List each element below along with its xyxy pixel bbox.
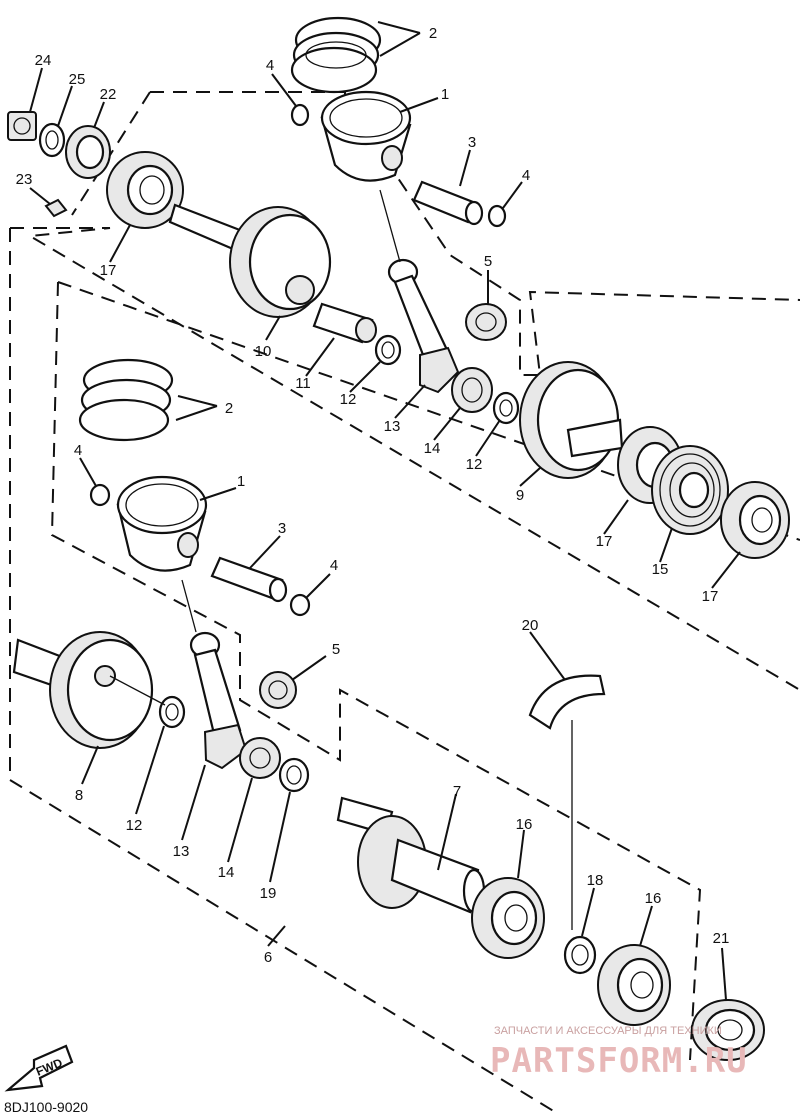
callout-10: 10 [255,343,272,360]
callout-5-lower: 5 [332,641,340,658]
callout-1-upper: 1 [441,86,449,103]
big-end-bearing-lower [239,737,281,779]
washer-19 [278,757,310,793]
callout-2-lower: 2 [225,400,233,417]
crankshaft-half-10 [168,203,332,318]
outer-crank-assembly-outline [9,227,800,1115]
connecting-rod-lower [189,631,248,770]
callout-20: 20 [522,617,539,634]
bearing-16-left [471,877,545,959]
bearing-16-right [597,944,671,1026]
thrust-washer-12b [492,391,520,425]
pulley-15 [651,445,729,535]
piston-pin-clip-lower-right [289,593,311,617]
callout-8: 8 [75,787,83,804]
thrust-washer-12a [374,334,402,366]
callout-23: 23 [16,171,33,188]
piston-pin-clip-upper-right [487,204,507,228]
callout-4-lower-right: 4 [330,557,338,574]
callout-14-upper: 14 [424,440,441,457]
callout-3-upper: 3 [468,134,476,151]
callout-12-upper-a: 12 [340,391,357,408]
crank-half-8 [12,631,154,749]
crankshaft-half-7 [336,796,486,914]
small-end-bearing-lower [259,671,297,709]
nut-24 [7,111,37,141]
thrust-washer-12c [158,695,186,729]
piston-rings-lower [78,358,174,442]
piston-lower [116,475,208,572]
small-end-bearing-upper [465,303,507,341]
half-ring-20 [528,674,606,730]
big-end-bearing-upper [451,367,493,413]
callout-3-lower: 3 [278,520,286,537]
key-23 [44,198,68,218]
crank-pin-11 [312,302,377,344]
callout-17-upper: 17 [100,262,117,279]
leader-lines [29,21,741,1001]
callout-7: 7 [453,783,461,800]
crank-web-9 [519,361,624,479]
assembly-guide-lines [109,189,573,930]
watermark: ЗАПЧАСТИ И АКСЕССУАРЫ ДЛЯ ТЕХНИКИ PARTSF… [490,1025,748,1081]
callout-4-upper-left: 4 [266,57,274,74]
washer-25 [38,122,66,158]
callout-13-lower: 13 [173,843,190,860]
callout-14-lower: 14 [218,864,235,881]
callout-16-right: 16 [645,890,662,907]
forward-direction-arrow: FWD [4,1044,74,1092]
callout-15: 15 [652,561,669,578]
callout-1-lower: 1 [237,473,245,490]
bearing-17-upper-left [106,151,184,229]
piston-rings-upper [290,16,382,94]
callout-22: 22 [100,86,117,103]
callout-18: 18 [587,872,604,889]
callout-11: 11 [295,375,311,392]
connecting-rod-upper [387,258,460,394]
callout-25: 25 [69,71,86,88]
seal-21 [691,999,765,1061]
piston-pin-clip-lower-left [89,483,111,507]
callout-19: 19 [260,885,277,902]
callout-labels: 2 24 25 22 4 1 23 3 4 17 5 10 11 12 13 1… [16,25,730,966]
washer-18 [563,935,597,975]
callout-2-upper: 2 [429,25,437,42]
callout-17-right: 17 [702,588,719,605]
watermark-caption: ЗАПЧАСТИ И АКСЕССУАРЫ ДЛЯ ТЕХНИКИ [494,1025,722,1037]
piston-upper [320,90,412,182]
bearing-17-right [720,481,790,559]
callout-12-lower: 12 [126,817,143,834]
callout-4-upper-right: 4 [522,167,530,184]
diagram-code: 8DJ100-9020 [4,1099,88,1115]
callout-9: 9 [516,487,524,504]
callout-17-middle: 17 [596,533,613,550]
callout-21: 21 [713,930,730,947]
callout-16-left: 16 [516,816,533,833]
piston-pin-upper [412,180,484,226]
oil-seal-22 [65,125,111,179]
callout-5-upper: 5 [484,253,492,270]
callout-13-upper: 13 [384,418,401,435]
piston-pin-lower [210,556,288,603]
callout-24: 24 [35,52,52,69]
callout-4-lower-left: 4 [74,442,82,459]
watermark-brand: PARTSFORM.RU [490,1041,748,1081]
callout-6: 6 [264,949,272,966]
callout-12-upper-b: 12 [466,456,483,473]
piston-pin-clip-upper-left [290,103,310,127]
